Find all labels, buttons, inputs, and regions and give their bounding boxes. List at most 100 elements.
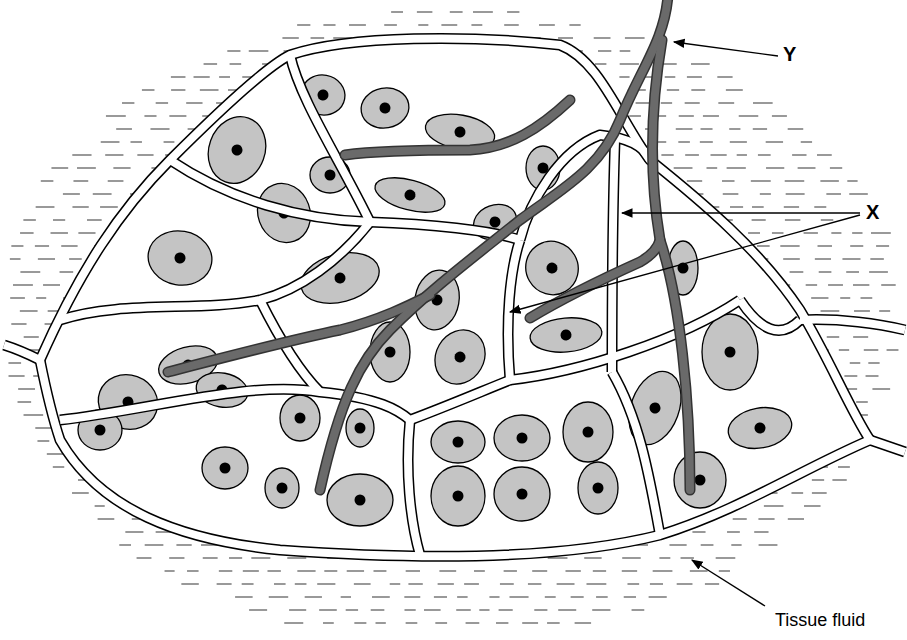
fluid-dash xyxy=(632,609,645,610)
fluid-dash xyxy=(73,180,88,181)
cell-nucleus xyxy=(754,422,767,435)
fluid-dash xyxy=(856,401,868,402)
fluid-dash xyxy=(692,531,705,532)
fluid-dash xyxy=(622,570,637,571)
fluid-dash xyxy=(677,583,693,584)
vessel-body xyxy=(168,295,430,372)
fluid-dash xyxy=(11,245,23,246)
fluid-dash xyxy=(164,141,175,142)
fluid-dash xyxy=(679,115,694,116)
body-cell xyxy=(425,321,495,393)
fluid-dash xyxy=(685,154,699,155)
fluid-dash xyxy=(78,232,95,233)
fluid-dash xyxy=(558,37,573,38)
fluid-dash xyxy=(60,271,74,272)
fluid-dash xyxy=(814,206,826,207)
fluid-dash xyxy=(390,583,401,584)
fluid-dash xyxy=(844,375,857,376)
fluid-dash xyxy=(249,50,269,51)
fluid-dash xyxy=(282,37,298,38)
fluid-dash xyxy=(466,622,480,623)
fluid-dash xyxy=(186,102,202,103)
fluid-dash xyxy=(41,180,54,181)
body-cell xyxy=(725,403,795,454)
fluid-dash xyxy=(661,154,673,155)
fluid-dash xyxy=(438,583,454,584)
capillary-wall xyxy=(800,320,905,330)
fluid-dash xyxy=(100,206,118,207)
cell-nucleus xyxy=(593,483,604,494)
fluid-dash xyxy=(106,115,126,116)
fluid-dash xyxy=(130,141,141,142)
fluid-dash xyxy=(43,284,60,285)
fluid-dash xyxy=(842,258,860,259)
capillary-wall xyxy=(408,420,420,555)
fluid-dash xyxy=(586,583,606,584)
lymph-vessel xyxy=(168,0,690,490)
fluid-dash xyxy=(853,336,868,337)
fluid-dash xyxy=(219,76,230,77)
fluid-dash xyxy=(801,141,812,142)
body-cell xyxy=(431,466,485,526)
fluid-dash xyxy=(730,141,747,142)
capillary-lumen xyxy=(870,440,905,452)
fluid-dash xyxy=(861,297,873,298)
part-label: Tissue fluid xyxy=(775,610,865,632)
vessel-body xyxy=(320,0,668,490)
fluid-dash xyxy=(545,596,556,597)
fluid-dash xyxy=(780,245,799,246)
fluid-dash xyxy=(36,297,46,298)
fluid-dash xyxy=(665,76,676,77)
fluid-dash xyxy=(165,570,175,571)
fluid-dash xyxy=(548,557,568,558)
fluid-dash xyxy=(710,154,726,155)
fluid-dash xyxy=(217,583,232,584)
fluid-dash xyxy=(757,245,770,246)
cell-nucleus xyxy=(333,271,346,284)
fluid-dash xyxy=(687,180,702,181)
fluid-dash xyxy=(51,167,68,168)
fluid-dash xyxy=(691,89,705,90)
fluid-dash xyxy=(872,388,890,389)
fluid-dash xyxy=(784,206,799,207)
leader-lines xyxy=(510,42,860,606)
fluid-dash xyxy=(408,583,422,584)
fluid-dash xyxy=(830,167,842,168)
fluid-dash xyxy=(831,232,841,233)
capillary-wall xyxy=(612,372,660,535)
fluid-dash xyxy=(424,609,441,610)
fluid-dash xyxy=(593,570,606,571)
capillary-lumen xyxy=(612,140,615,372)
fluid-dash xyxy=(98,518,115,519)
cell-body xyxy=(425,321,495,393)
fluid-dash xyxy=(598,50,611,51)
fluid-dash xyxy=(569,24,580,25)
fluid-dash xyxy=(811,297,828,298)
capillary-wall xyxy=(40,360,870,556)
fluid-dash xyxy=(653,570,673,571)
vessel-outline xyxy=(345,100,570,155)
fluid-dash xyxy=(826,193,841,194)
fluid-dash xyxy=(729,128,740,129)
cell-nucleus xyxy=(517,433,528,444)
fluid-dash xyxy=(849,193,868,194)
fluid-dash xyxy=(267,570,280,571)
cell-body xyxy=(431,466,485,526)
fluid-dash xyxy=(869,271,888,272)
fluid-dash xyxy=(384,24,397,25)
fluid-dash xyxy=(116,128,132,129)
fluid-dash xyxy=(417,11,433,12)
capillary-lumen xyxy=(60,222,370,320)
fluid-dash xyxy=(821,219,833,220)
fluid-dash xyxy=(251,557,270,558)
fluid-dash xyxy=(669,544,686,545)
fluid-dash xyxy=(806,284,817,285)
fluid-dash xyxy=(522,622,538,623)
fluid-dash xyxy=(219,570,232,571)
fluid-dash xyxy=(323,24,335,25)
fluid-dash xyxy=(871,232,891,233)
fluid-dash xyxy=(18,388,35,389)
fluid-dash xyxy=(176,544,191,545)
fluid-dash xyxy=(788,128,804,129)
fluid-dash xyxy=(850,362,861,363)
